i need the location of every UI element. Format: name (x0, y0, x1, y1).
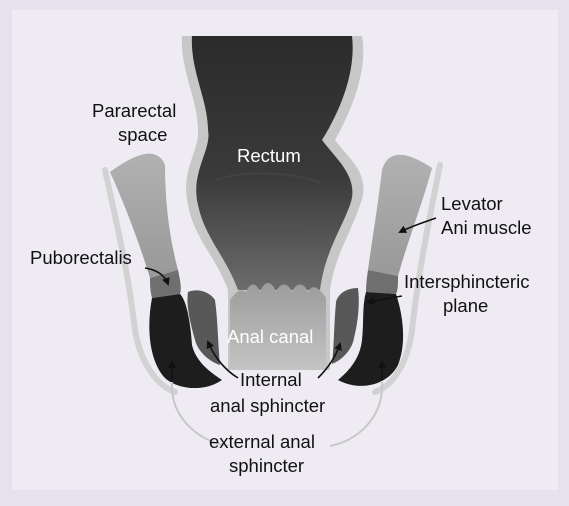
label-external-sphincter-line1: external anal (209, 431, 315, 452)
label-rectum: Rectum (237, 145, 301, 166)
label-anal-canal: Anal canal (227, 326, 313, 347)
label-puborectalis: Puborectalis (30, 247, 132, 268)
label-levator-line2: Ani muscle (441, 217, 531, 238)
label-pararectal-space-line2: space (118, 124, 167, 145)
label-external-sphincter-line2: sphincter (229, 455, 304, 476)
label-pararectal-space-line1: Pararectal (92, 100, 176, 121)
label-internal-sphincter-line2: anal sphincter (210, 395, 325, 416)
label-intersphincteric-line1: Intersphincteric (404, 271, 529, 292)
label-internal-sphincter-line1: Internal (240, 369, 302, 390)
label-intersphincteric-line2: plane (443, 295, 488, 316)
label-levator-line1: Levator (441, 193, 503, 214)
